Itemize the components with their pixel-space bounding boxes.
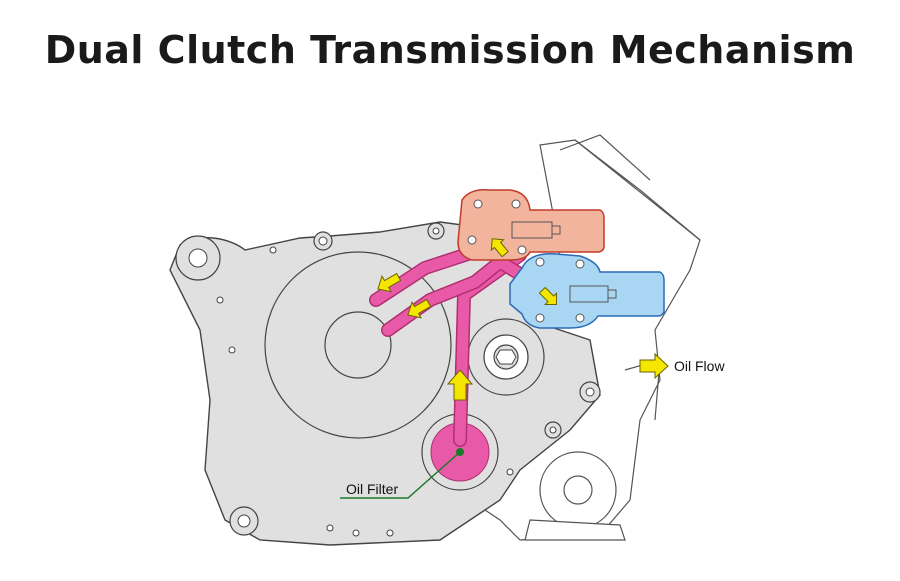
red-solenoid-valve — [457, 188, 605, 261]
diagram-title: Dual Clutch Transmission Mechanism — [44, 28, 856, 72]
arrow-left-icon-1 — [377, 272, 402, 293]
legend-arrow-icon — [639, 352, 669, 380]
lower-right-cover — [524, 451, 626, 541]
arrow-up-icon — [446, 369, 474, 401]
legend-oil-flow: Oil Flow — [639, 352, 725, 380]
blue-solenoid-valve — [509, 253, 665, 329]
arrow-down-right-icon — [538, 286, 557, 305]
oil-filter-callout: Oil Filter — [340, 451, 461, 499]
arrow-up-left-icon — [490, 238, 509, 258]
legend-oil-flow-label: Oil Flow — [674, 358, 725, 374]
arrow-left-icon-2 — [407, 298, 432, 319]
oil-filter-label: Oil Filter — [346, 481, 398, 497]
oil-flow-arrows — [377, 238, 557, 401]
